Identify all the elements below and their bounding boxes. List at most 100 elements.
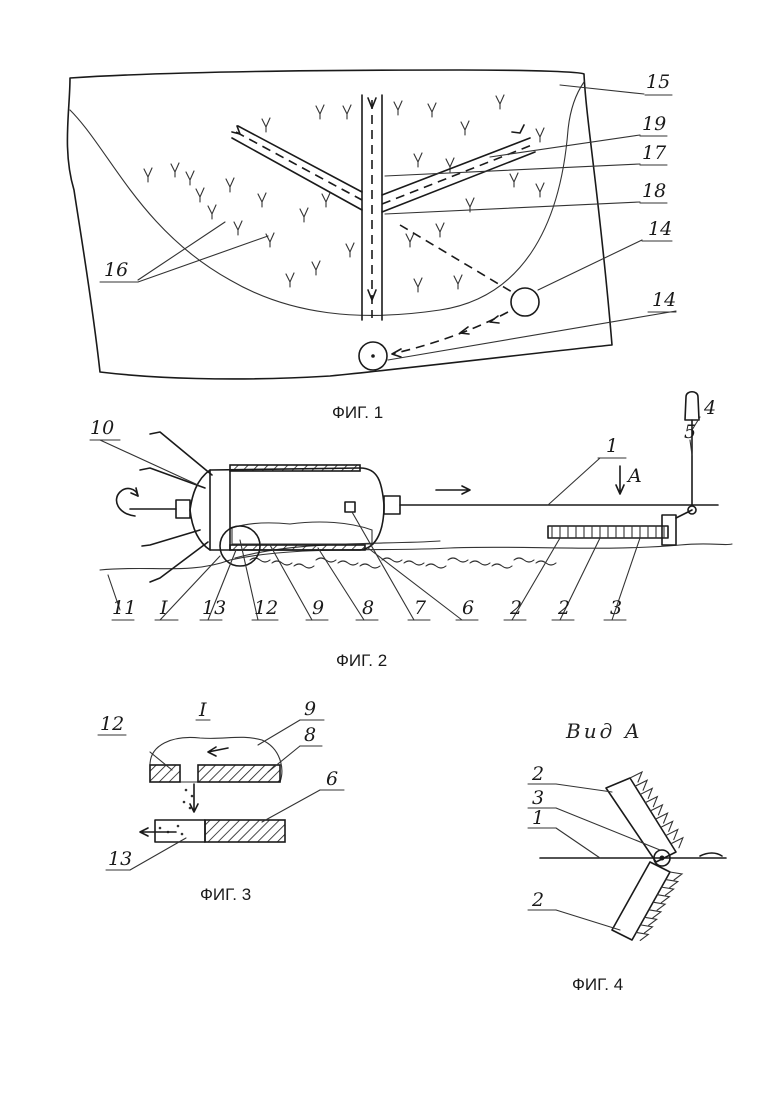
label-I: I — [159, 597, 168, 619]
water-wave — [272, 561, 292, 565]
label-8: 8 — [362, 597, 374, 619]
plate-6-hatched — [205, 820, 285, 842]
figure-3: I 9 12 8 6 13 ФИГ. 3 — [98, 698, 344, 904]
fig3-label-12: 12 — [100, 713, 124, 735]
plant-mark — [234, 221, 242, 235]
label-16: 16 — [104, 259, 128, 281]
water-wave — [470, 561, 490, 565]
water-wave — [360, 564, 380, 568]
top-fin — [230, 465, 360, 471]
label-2-first: 2 — [509, 597, 522, 619]
plant-mark — [406, 233, 414, 247]
label-13: 13 — [202, 597, 226, 619]
plant-mark — [286, 273, 294, 287]
label-2-second: 2 — [557, 597, 570, 619]
plant-mark — [536, 183, 544, 197]
collected-material — [232, 522, 372, 544]
label-10: 10 — [90, 417, 114, 439]
fig3-label-6: 6 — [326, 768, 338, 790]
caption-fig-4: ФИГ. 4 — [572, 975, 623, 994]
collector-circle-upper — [511, 288, 539, 316]
fig3-label-I: I — [198, 699, 207, 721]
float-buoy — [685, 392, 699, 420]
figure-1: 15 19 17 18 14 16 14 ФИГ. 1 — [67, 70, 676, 422]
plant-mark — [316, 105, 324, 119]
plant-mark — [258, 193, 266, 207]
water-wave — [294, 564, 314, 568]
fig3-label-8: 8 — [304, 724, 316, 746]
plant-mark — [536, 128, 544, 142]
cylinder-body — [210, 468, 384, 550]
falling-particles — [159, 789, 194, 836]
plate-8-right — [198, 765, 280, 782]
caption-fig-3: ФИГ. 3 — [200, 885, 251, 904]
caption-fig-1: ФИГ. 1 — [332, 403, 383, 422]
view-a-title: Вид А — [565, 719, 643, 743]
label-9: 9 — [312, 597, 324, 619]
label-A: A — [626, 465, 642, 487]
figure-2: 10 4 5 1 A 11 I 13 12 9 8 7 6 2 2 3 ФИГ.… — [90, 392, 732, 670]
plant-mark — [171, 163, 179, 177]
rake-teeth-lower — [636, 872, 682, 940]
plant-mark — [208, 205, 216, 219]
label-14-lower: 14 — [652, 289, 676, 311]
fig4-label-1: 1 — [532, 807, 544, 829]
plate-8-left — [150, 765, 180, 782]
plant-mark — [322, 193, 330, 207]
plant-mark — [300, 208, 308, 222]
label-5: 5 — [684, 421, 696, 443]
plant-mark — [436, 223, 444, 237]
label-19: 19 — [642, 113, 666, 135]
water-wave — [514, 558, 534, 562]
label-12: 12 — [254, 597, 278, 619]
pond-outline — [67, 70, 612, 379]
channel-network — [232, 95, 535, 320]
label-4: 4 — [703, 397, 716, 419]
water-wave — [448, 558, 468, 562]
plant-mark — [262, 118, 270, 132]
rake-arm-lower — [612, 862, 670, 940]
label-18: 18 — [642, 180, 666, 202]
plate-6-open — [155, 820, 205, 842]
label-11: 11 — [112, 597, 136, 619]
outlet-nozzle — [384, 496, 400, 514]
fig3-label-9: 9 — [304, 698, 316, 720]
water-wave — [492, 564, 512, 568]
fig4-label-3: 3 — [532, 787, 544, 809]
plant-mark — [346, 243, 354, 257]
fig4-label-2-upper: 2 — [531, 763, 544, 785]
label-17: 17 — [642, 142, 667, 164]
label-14-upper: 14 — [648, 218, 672, 240]
bottom-plate — [230, 545, 365, 550]
plant-mark — [266, 233, 274, 247]
plant-mark — [414, 153, 422, 167]
rake-arm-upper — [606, 778, 676, 862]
label-7: 7 — [414, 597, 427, 619]
fig3-label-13: 13 — [108, 848, 132, 870]
plant-mark — [186, 171, 194, 185]
plant-mark — [414, 278, 422, 292]
label-3: 3 — [610, 597, 622, 619]
plant-mark — [461, 121, 469, 135]
plant-mark — [454, 275, 462, 289]
water-wave — [426, 564, 446, 568]
motion-arrow — [436, 486, 470, 494]
water-wave — [338, 561, 358, 565]
plant-mark — [394, 101, 402, 115]
plant-mark — [343, 105, 351, 119]
front-cone — [190, 470, 210, 550]
label-15: 15 — [646, 71, 670, 93]
plant-mark — [226, 178, 234, 192]
rotation-arrow-icon — [116, 489, 138, 516]
view-a-arrow — [616, 466, 624, 494]
figure-4: Вид А 2 3 1 2 ФИГ. 4 — [528, 719, 726, 994]
label-6: 6 — [462, 597, 474, 619]
plant-mark — [312, 261, 320, 275]
plant-mark — [144, 168, 152, 182]
plant-mark — [196, 188, 204, 202]
sensor-box — [345, 502, 355, 512]
plant-mark — [496, 95, 504, 109]
vegetation-marks — [144, 95, 544, 292]
flow-arrow-path — [392, 312, 508, 354]
